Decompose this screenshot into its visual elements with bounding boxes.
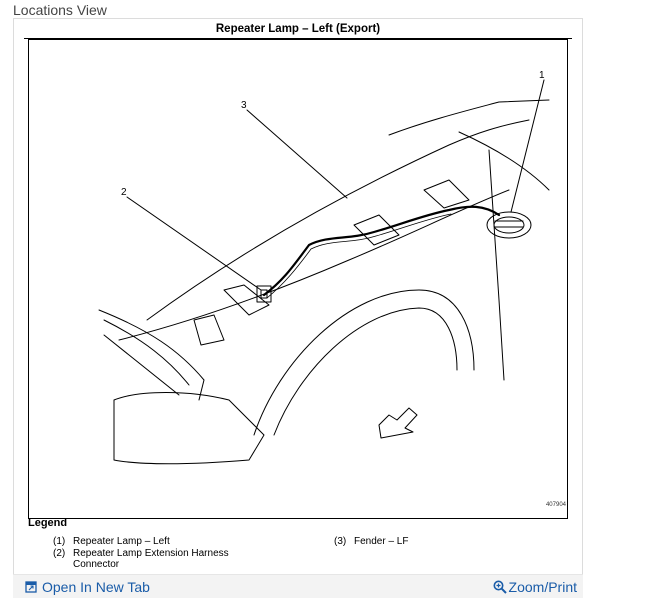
headlamp-inner	[103, 319, 190, 386]
open-in-new-tab-button[interactable]: Open In New Tab	[25, 579, 150, 595]
wheel-arch-outer	[253, 289, 475, 436]
fender-crease	[118, 189, 510, 341]
diagram-title: Repeater Lamp – Left (Export)	[215, 23, 381, 35]
wiring-harness	[262, 205, 501, 297]
legend-item-1-text: Repeater Lamp – Left	[73, 536, 170, 547]
inner-fender-opening-4	[423, 179, 470, 209]
callout-1: 1	[539, 70, 545, 81]
inner-fender-opening-2	[193, 314, 225, 346]
callout-2: 2	[121, 187, 127, 198]
leader-line-2	[126, 196, 262, 291]
legend-item-1: (1) Repeater Lamp – Left	[53, 536, 170, 547]
leader-line-3	[246, 109, 348, 199]
legend-heading: Legend	[28, 517, 68, 529]
view-toolbar: Open In New Tab Zoom/Print	[13, 574, 583, 598]
legend-item-3-text: Fender – LF	[354, 536, 409, 547]
zoom-icon	[493, 580, 507, 594]
grille-edge	[103, 334, 180, 396]
hood-edge-line	[146, 119, 530, 321]
legend-item-2-num: (2)	[53, 548, 66, 559]
figure-id: 407904	[545, 502, 566, 508]
zoom-print-button[interactable]: Zoom/Print	[493, 579, 577, 595]
legend-item-2-text: Repeater Lamp Extension Harness	[73, 548, 229, 559]
windshield-line	[458, 131, 550, 191]
front-bumper	[113, 392, 265, 465]
legend-item-3-num: (3)	[334, 536, 347, 547]
repeater-lamp-lens	[493, 216, 525, 234]
inner-fender-opening-1	[223, 284, 270, 316]
legend-item-1-num: (1)	[53, 536, 66, 547]
repeater-lamp	[486, 211, 532, 239]
open-in-new-tab-label: Open In New Tab	[42, 579, 150, 595]
repeater-lamp-ribs	[494, 220, 524, 228]
open-in-new-tab-icon	[25, 581, 37, 593]
fender-illustration: 1 2 3	[28, 39, 568, 519]
harness-connector	[256, 285, 272, 303]
leader-line-1	[510, 79, 545, 213]
legend-item-3: (3) Fender – LF	[334, 536, 408, 547]
forward-direction-arrow	[378, 407, 418, 439]
a-pillar-line	[488, 149, 505, 381]
harness-connector-detail	[260, 289, 268, 299]
legend-item-2: (2) Repeater Lamp Extension Harness	[53, 548, 229, 559]
callout-3: 3	[241, 100, 247, 111]
legend-item-2-continued: Connector	[73, 559, 120, 570]
headlamp-outline	[98, 309, 205, 401]
zoom-print-label: Zoom/Print	[508, 579, 577, 595]
cowl-line	[388, 99, 550, 136]
wiring-harness-detail	[266, 213, 452, 299]
title-divider	[24, 38, 572, 39]
wheel-arch-inner	[273, 307, 458, 436]
locations-view-title: Locations View	[13, 2, 107, 18]
fender-line-art: 1 2 3	[98, 70, 550, 465]
diagram-panel: Repeater Lamp – Left (Export)	[13, 18, 583, 578]
inner-fender-opening-3	[353, 214, 400, 246]
